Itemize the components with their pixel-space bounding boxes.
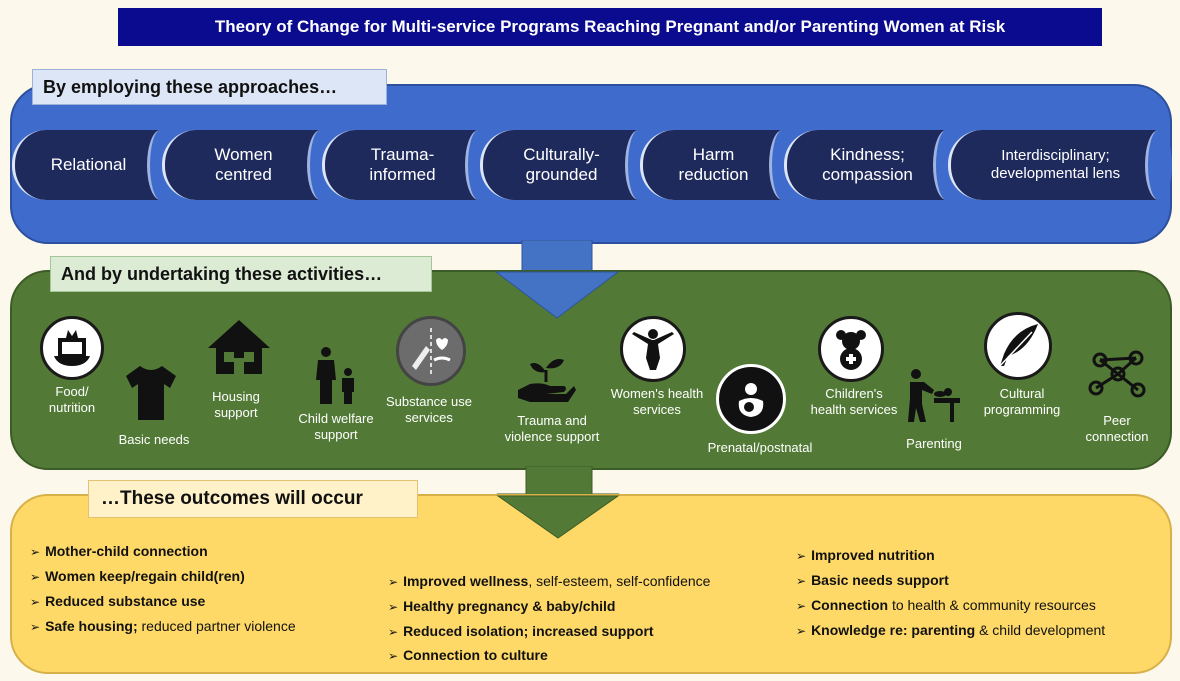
approach-relational: Relational	[12, 130, 174, 200]
outcome-item: ➢Women keep/regain child(ren)	[30, 568, 245, 584]
activity-label: Parenting	[906, 436, 962, 451]
activity-label: Peer connection	[1085, 413, 1149, 445]
food-basket-icon	[40, 316, 104, 380]
tshirt-icon	[126, 366, 176, 420]
activity-label: Food/ nutrition	[48, 384, 96, 416]
outcomes-panel	[10, 494, 1172, 674]
parent-child-icon	[316, 347, 354, 404]
outcome-item: ➢Knowledge re: parenting & child develop…	[796, 622, 1106, 638]
approach-interdisciplinary: Interdisciplinary; developmental lens	[948, 130, 1172, 200]
outcome-item: ➢Improved nutrition	[796, 547, 935, 563]
hand-plant-icon	[518, 359, 576, 402]
outcome-item: ➢Reduced substance use	[30, 593, 206, 609]
activity-label: Children's health services	[810, 386, 898, 418]
approach-kindness-compassion: Kindness; compassion	[784, 130, 960, 200]
outcome-item: ➢Connection to health & community resour…	[796, 597, 1096, 613]
approach-harm-reduction: Harm reduction	[640, 130, 796, 200]
activity-label: Trauma and violence support	[504, 413, 600, 445]
syringe-heart-icon	[396, 316, 466, 386]
woman-figure-icon	[620, 316, 686, 382]
diagram-title: Theory of Change for Multi-service Progr…	[118, 8, 1102, 46]
teddy-bear-icon	[818, 316, 884, 382]
activity-label: Substance use services	[385, 394, 472, 426]
approach-trauma-informed: Trauma-informed	[322, 130, 492, 200]
outcome-item: ➢Improved wellness, self-esteem, self-co…	[388, 573, 711, 589]
down-arrow-2-head	[496, 495, 620, 539]
feather-icon	[984, 312, 1052, 380]
outcome-item: ➢Mother-child connection	[30, 543, 208, 559]
outcomes-heading: …These outcomes will occur	[88, 480, 418, 518]
down-arrow-1-head	[494, 271, 620, 319]
outcome-item: ➢Reduced isolation; increased support	[388, 623, 654, 639]
outcome-item: ➢Connection to culture	[388, 647, 548, 663]
activity-label: Prenatal/postnatal	[707, 440, 813, 455]
approach-culturally-grounded: Culturally-grounded	[480, 130, 652, 200]
activity-label: Women's health services	[610, 386, 704, 418]
activity-label: Housing support	[212, 389, 260, 421]
diaper-change-icon	[908, 369, 960, 422]
outcome-item: ➢Healthy pregnancy & baby/child	[388, 598, 616, 614]
approaches-heading: By employing these approaches…	[32, 69, 387, 105]
network-icon	[1088, 350, 1146, 398]
activity-label: Cultural programming	[983, 386, 1061, 418]
outcome-item: ➢Basic needs support	[796, 572, 949, 588]
approach-women-centred: Women centred	[162, 130, 334, 200]
activities-heading: And by undertaking these activities…	[50, 256, 432, 292]
outcome-item: ➢Safe housing; reduced partner violence	[30, 618, 296, 634]
breastfeeding-icon	[716, 364, 786, 434]
activity-label: Child welfare support	[298, 411, 374, 443]
activity-label: Basic needs	[118, 432, 190, 447]
house-icon	[208, 320, 270, 374]
